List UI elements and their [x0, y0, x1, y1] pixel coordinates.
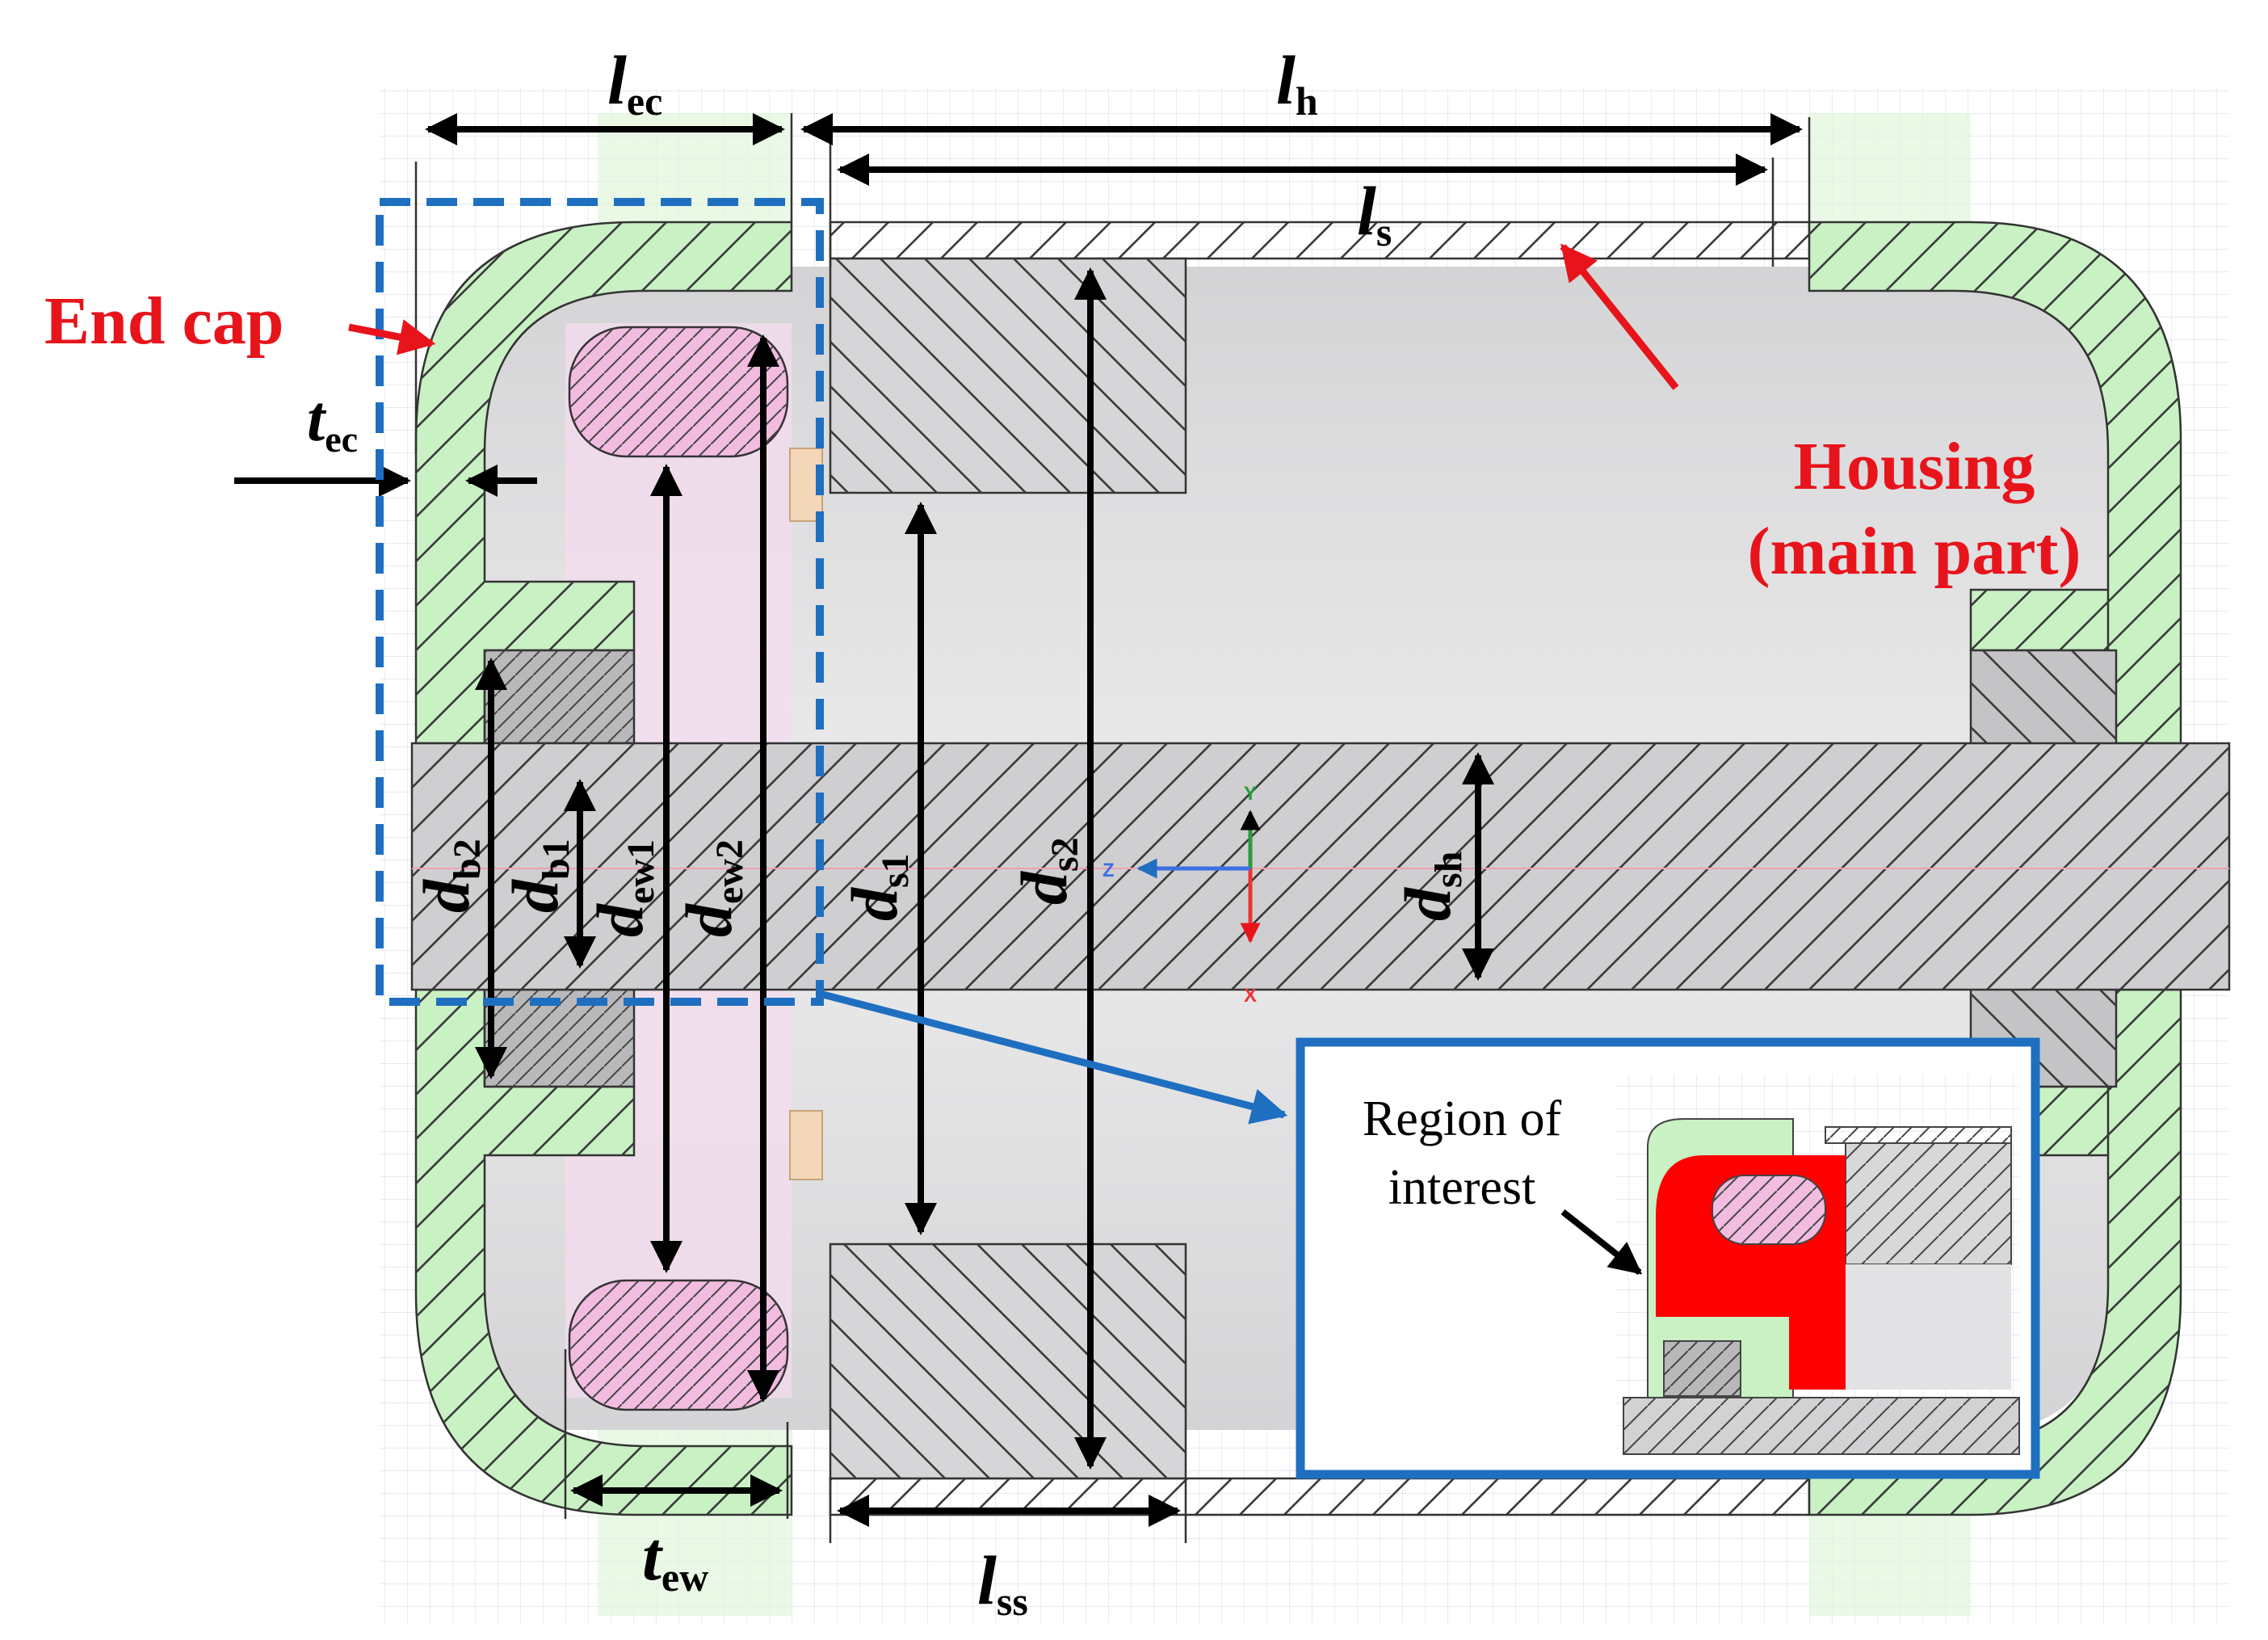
label-d-s1: ds1: [838, 853, 917, 921]
region-pointer-arrow: [818, 990, 1288, 1125]
extension-lines: [414, 113, 1811, 1543]
label-l-ss: lss: [977, 1541, 1028, 1624]
label-d-s2: ds2: [1007, 837, 1086, 905]
region-of-interest-dashed-box: [376, 198, 824, 1006]
end-cap-pointer-arrow: [348, 319, 436, 355]
axis-z-label: Z: [1102, 860, 1115, 881]
dimension-arrows: [234, 113, 1803, 1527]
region-of-interest-inset: Region of interest: [1296, 1037, 2040, 1479]
label-l-h: lh: [1276, 41, 1318, 124]
housing-label-line1: Housing: [1794, 429, 2035, 504]
label-t-ew: tew: [642, 1517, 708, 1600]
axis-y-label: Y: [1244, 783, 1257, 805]
end-cap-label: End cap: [44, 284, 284, 359]
label-t-ec: tec: [307, 384, 358, 460]
label-d-ew2: dew2: [672, 839, 751, 937]
axis-x-label: X: [1244, 985, 1257, 1007]
label-d-b1: db1: [498, 839, 578, 913]
label-d-sh: dsh: [1391, 852, 1470, 921]
label-d-ew1: dew1: [583, 839, 662, 937]
inset-label-line2: interest: [1388, 1160, 1536, 1215]
housing-top-shell: [829, 221, 1811, 260]
housing-label-line2: (main part): [1748, 514, 2081, 589]
label-l-s: ls: [1357, 172, 1392, 254]
label-d-b2: db2: [410, 839, 489, 913]
coordinate-triad: Y Z X: [1102, 783, 1261, 1007]
inset-label-line1: Region of: [1363, 1091, 1562, 1146]
label-l-ec: lec: [607, 41, 662, 124]
terminal-tab-bottom: [789, 1110, 823, 1180]
housing-pointer-arrow: [1560, 243, 1679, 390]
inset-pointer-arrow: [1560, 1209, 1643, 1276]
